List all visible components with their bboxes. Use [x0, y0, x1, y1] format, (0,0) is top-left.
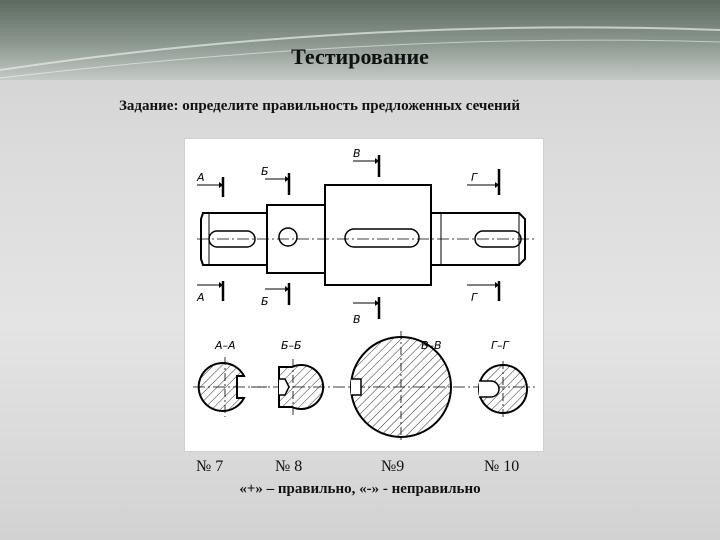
shaft-drawing: А А Б Б В В: [193, 147, 535, 443]
slide-title: Тестирование: [291, 44, 429, 69]
cut-label-a: А: [196, 171, 205, 184]
cut-label-g-bottom: Г: [471, 291, 478, 304]
cut-a-bottom: А: [196, 281, 225, 304]
cut-a-top: А: [196, 171, 225, 197]
answer-number-7: № 7: [196, 458, 224, 475]
decorative-curve: [0, 26, 720, 79]
section-title-b: Б–Б: [281, 339, 302, 352]
section-a: [197, 357, 246, 417]
right-keyway: [474, 230, 522, 248]
cut-label-b: Б: [261, 165, 269, 178]
cut-g-bottom: Г: [467, 281, 501, 304]
drawing-panel: А А Б Б В В: [184, 138, 544, 452]
middle-step: [266, 204, 326, 274]
cut-label-a-bottom: А: [196, 291, 205, 304]
radial-hole: [278, 227, 298, 247]
section-title-g: Г–Г: [491, 339, 510, 352]
section-g: [478, 361, 528, 419]
cut-g-top: Г: [467, 169, 501, 195]
body-keyway: [344, 228, 420, 248]
answer-number-9: №9: [381, 458, 405, 475]
cut-v-bottom: В: [353, 297, 381, 326]
answer-number-10: № 10: [484, 458, 520, 475]
legend-text: «+» – правильно, «-» - неправильно: [239, 481, 481, 497]
cut-b-bottom: Б: [261, 283, 291, 308]
cut-v-top: В: [353, 147, 381, 177]
cut-b-top: Б: [261, 165, 291, 195]
main-body: [324, 184, 432, 286]
section-v: [350, 331, 452, 443]
task-text: Задание: определите правильность предлож…: [119, 98, 520, 114]
answer-number-8: № 8: [275, 458, 303, 475]
cut-label-v: В: [353, 147, 361, 160]
cut-label-g: Г: [471, 171, 478, 184]
cut-label-b-bottom: Б: [261, 295, 269, 308]
section-b: [278, 359, 325, 417]
cut-label-v-bottom: В: [353, 313, 361, 326]
section-title-a: А–А: [214, 339, 236, 352]
